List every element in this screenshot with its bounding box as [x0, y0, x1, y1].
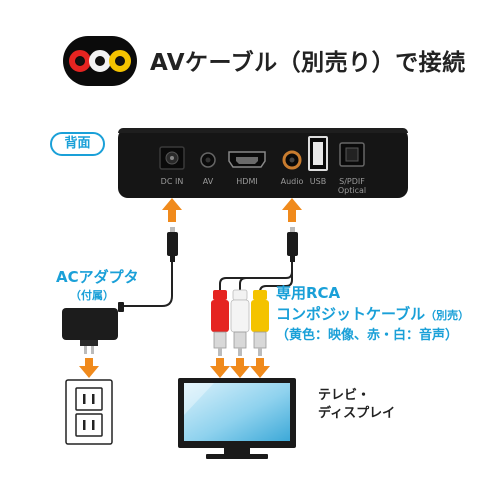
- rca-plug-yellow: [251, 290, 269, 356]
- wall-outlet-icon: [65, 379, 113, 445]
- optical-port: [339, 142, 365, 167]
- cable-sold-separately-note: （別売）: [425, 309, 470, 322]
- tv-label-line2: ディスプレイ: [318, 406, 396, 421]
- tv-label-line1: テレビ・: [318, 388, 371, 403]
- port-label-dc-in: DC IN: [160, 177, 184, 186]
- port-label-hdmi: HDMI: [236, 177, 258, 186]
- rca-plug-red: [211, 290, 229, 356]
- yellow-jack-icon: [109, 50, 131, 72]
- port-label-usb: USB: [309, 177, 327, 186]
- cable-title: 専用RCA: [276, 284, 341, 302]
- rca-jacks-icon: [63, 36, 137, 86]
- audio-plug: [287, 227, 298, 262]
- hdmi-port: [228, 151, 266, 168]
- port-label-spdif: S/PDIF: [339, 177, 365, 186]
- tv-icon: [178, 378, 296, 459]
- rca-cable-wires: [219, 262, 293, 293]
- arrow-to-outlet: [79, 358, 99, 378]
- ac-adapter-sub-label: （付属）: [70, 289, 114, 302]
- cable-name-main: コンポジットケーブル: [276, 305, 426, 323]
- page-title: AVケーブル（別売り）で接続: [150, 50, 466, 76]
- arrows-to-tv: [210, 358, 270, 378]
- port-label-av: AV: [202, 177, 214, 186]
- port-label-optical: Optical: [337, 186, 367, 195]
- usb-port: [308, 136, 328, 171]
- cable-color-detail: （黄色：映像、赤・白：音声）: [276, 328, 459, 343]
- port-label-audio: Audio: [280, 177, 304, 186]
- ac-adapter-label: ACアダプタ: [56, 268, 139, 286]
- white-jack-icon: [89, 50, 111, 72]
- rear-panel-badge: 背面: [50, 132, 105, 156]
- dc-in-port: [159, 146, 185, 170]
- dc-plug: [167, 227, 178, 262]
- av-port: [200, 152, 216, 168]
- ac-adapter: [62, 302, 124, 354]
- rca-plug-white: [230, 289, 250, 356]
- arrows-to-device: [162, 198, 302, 222]
- audio-port: [282, 150, 302, 170]
- cable-name: コンポジットケーブル（別売）: [276, 303, 469, 324]
- red-jack-icon: [69, 50, 91, 72]
